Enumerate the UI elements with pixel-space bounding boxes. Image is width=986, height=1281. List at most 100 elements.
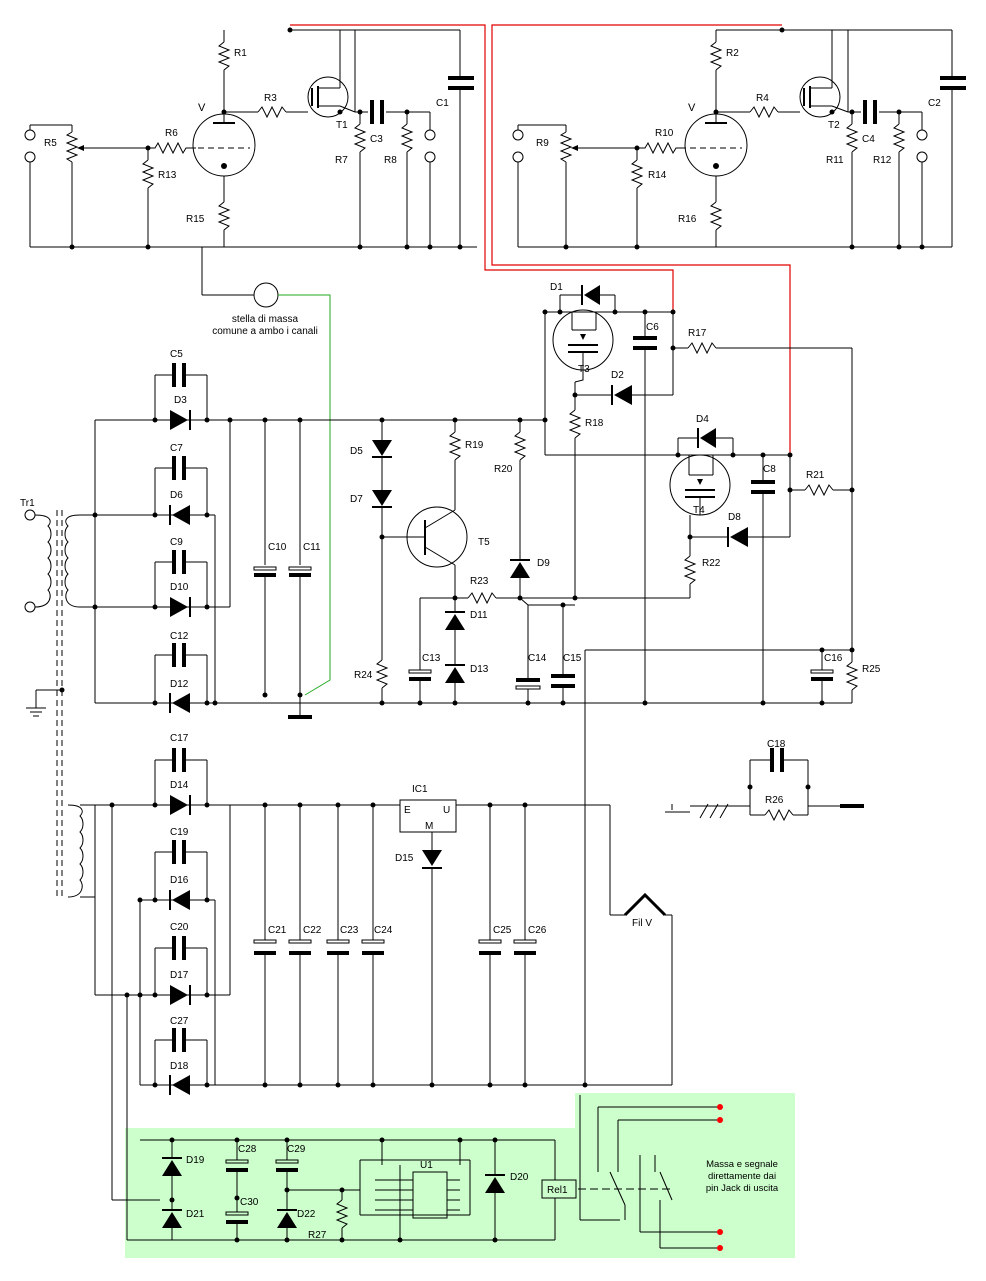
label-d11: D11 xyxy=(470,610,488,621)
relay-rel1 xyxy=(541,1179,577,1199)
transistor-t5 xyxy=(406,506,468,568)
label-r18: R18 xyxy=(585,418,604,429)
label-d2: D2 xyxy=(611,370,624,381)
label-r9: R9 xyxy=(536,138,549,149)
label-c6: C6 xyxy=(646,322,659,333)
label-t4: T4 xyxy=(693,505,705,516)
relay-note-line-3: pin Jack di uscita xyxy=(706,1183,779,1194)
relay-section-background xyxy=(125,1093,795,1258)
channel-1 xyxy=(24,27,477,250)
label-r19: R19 xyxy=(465,440,484,451)
label-c2: C2 xyxy=(928,98,941,109)
label-d10: D10 xyxy=(170,582,189,593)
label-r13: R13 xyxy=(158,170,177,181)
label-r23: R23 xyxy=(470,576,489,587)
label-c27: C27 xyxy=(170,1016,189,1027)
label-r8: R8 xyxy=(384,155,397,166)
lv-supply xyxy=(67,748,673,1200)
label-t3: T3 xyxy=(578,364,590,375)
component-labels: R1 R2 R3 R4 R5 R6 R7 R8 R9 R10 R11 R12 R… xyxy=(20,48,941,1241)
label-d17: D17 xyxy=(170,970,189,981)
label-rel1: Rel1 xyxy=(547,1185,568,1196)
label-c22: C22 xyxy=(303,925,322,936)
label-c5: C5 xyxy=(170,349,183,360)
label-c7: C7 xyxy=(170,443,183,454)
label-d4: D4 xyxy=(696,414,709,425)
relay-contact-2 xyxy=(717,1117,723,1123)
relay-contact-4 xyxy=(717,1245,723,1251)
label-c17: C17 xyxy=(170,733,189,744)
label-d5: D5 xyxy=(350,446,363,457)
label-c15: C15 xyxy=(563,653,582,664)
label-v-ch2: V xyxy=(688,102,696,114)
label-t5: T5 xyxy=(478,537,490,548)
relay-contact-1 xyxy=(717,1104,723,1110)
label-r27: R27 xyxy=(308,1230,327,1241)
label-r21: R21 xyxy=(806,470,825,481)
label-c23: C23 xyxy=(340,925,359,936)
label-ic1-u: U xyxy=(443,805,450,816)
label-r16: R16 xyxy=(678,214,697,225)
label-c9: C9 xyxy=(170,537,183,548)
label-c11: C11 xyxy=(303,542,321,553)
label-r20: R20 xyxy=(494,464,513,475)
label-r10: R10 xyxy=(655,128,674,139)
label-d12: D12 xyxy=(170,679,189,690)
label-d8: D8 xyxy=(728,512,741,523)
ground-link xyxy=(665,748,864,822)
label-r12: R12 xyxy=(873,155,892,166)
label-ic1-m: M xyxy=(425,821,433,832)
label-c14: C14 xyxy=(528,653,547,664)
mosfet-t1 xyxy=(307,76,349,118)
star-ground-label-1: stella di massa xyxy=(232,314,299,325)
label-c1: C1 xyxy=(436,98,449,109)
label-d20: D20 xyxy=(510,1172,529,1183)
label-r25: R25 xyxy=(862,664,881,675)
supply-wire-ch1 xyxy=(290,24,674,312)
label-d16: D16 xyxy=(170,875,189,886)
label-c28: C28 xyxy=(238,1144,257,1155)
label-c21: C21 xyxy=(268,925,287,936)
label-c24: C24 xyxy=(374,925,393,936)
label-t1: T1 xyxy=(336,120,348,131)
label-r1: R1 xyxy=(234,48,247,59)
label-r3: R3 xyxy=(264,93,277,104)
label-r17: R17 xyxy=(688,328,707,339)
label-c26: C26 xyxy=(528,925,547,936)
regulator-ic1 xyxy=(399,799,457,833)
label-d18: D18 xyxy=(170,1061,189,1072)
input-jack-1b xyxy=(24,151,36,163)
label-d14: D14 xyxy=(170,780,189,791)
label-t2: T2 xyxy=(828,120,840,131)
label-d3: D3 xyxy=(174,395,187,406)
label-c30: C30 xyxy=(240,1197,259,1208)
label-d19: D19 xyxy=(186,1155,205,1166)
label-c4: C4 xyxy=(862,134,875,145)
label-c13: C13 xyxy=(422,653,441,664)
label-ic1-e: E xyxy=(404,805,411,816)
label-d9: D9 xyxy=(537,558,550,569)
ic-u1 xyxy=(412,1171,448,1219)
label-d6: D6 xyxy=(170,490,183,501)
label-r15: R15 xyxy=(186,214,205,225)
label-c3: C3 xyxy=(370,134,383,145)
label-fil-v: Fil V xyxy=(632,918,652,929)
label-r2: R2 xyxy=(726,48,739,59)
label-c16: C16 xyxy=(824,653,843,664)
label-r14: R14 xyxy=(648,170,667,181)
label-d1: D1 xyxy=(550,282,563,293)
supply-wire-ch2 xyxy=(491,24,791,455)
mosfet-t2 xyxy=(799,76,841,118)
star-ground-label-2: comune a ambo i canali xyxy=(212,326,318,337)
label-r24: R24 xyxy=(354,670,373,681)
label-v-ch1: V xyxy=(198,102,206,114)
label-c19: C19 xyxy=(170,827,189,838)
label-c25: C25 xyxy=(493,925,512,936)
ground-wire xyxy=(278,294,331,696)
label-r7: R7 xyxy=(335,155,348,166)
label-r4: R4 xyxy=(756,93,769,104)
label-d15: D15 xyxy=(395,853,414,864)
star-ground-point xyxy=(253,282,279,308)
label-d21: D21 xyxy=(186,1209,205,1220)
